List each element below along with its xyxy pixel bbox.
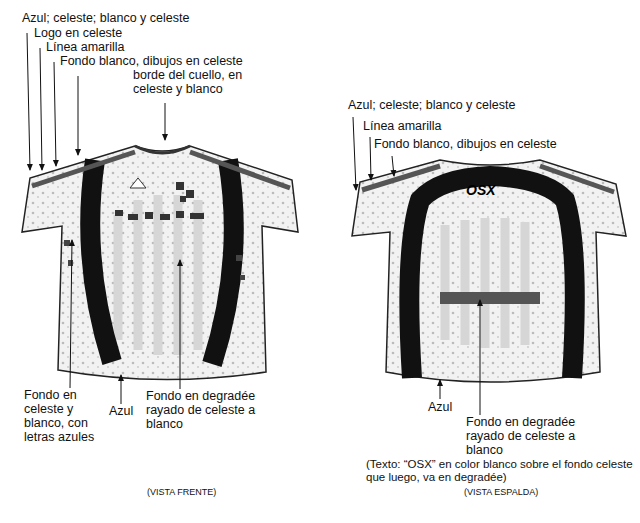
callout-label: Fondo en degradée rayado de celeste a bl…	[146, 389, 286, 431]
callout-label: Azul; celeste; blanco y celeste	[22, 11, 189, 25]
callout-label: Azul	[428, 400, 452, 414]
callout-label: Logo en celeste	[34, 26, 122, 40]
callout-label: borde del cuello, en celeste y blanco	[133, 68, 245, 96]
callout-label: Azul; celeste; blanco y celeste	[348, 98, 515, 112]
front-jersey	[22, 146, 298, 380]
back-jersey	[352, 160, 626, 382]
callout-label: Línea amarilla	[46, 40, 125, 54]
view-caption: (VISTA FRENTE)	[147, 487, 216, 497]
callout-label: Fondo en degradée rayado de celeste a bl…	[466, 415, 588, 457]
note-text: (Texto: “OSX” en color blanco sobre el f…	[366, 458, 636, 484]
callout-label: Fondo blanco, dibujos en celeste	[60, 54, 243, 68]
callout-label: Línea amarilla	[363, 119, 442, 133]
callout-label: Azul	[109, 404, 133, 418]
logo-text: OSX	[466, 182, 496, 198]
callout-label: Fondo en celeste y blanco, con letras az…	[24, 388, 106, 444]
callout-label: Fondo blanco, dibujos en celeste	[374, 137, 557, 151]
view-caption: (VISTA ESPALDA)	[464, 487, 538, 497]
leader-lines	[27, 33, 480, 415]
